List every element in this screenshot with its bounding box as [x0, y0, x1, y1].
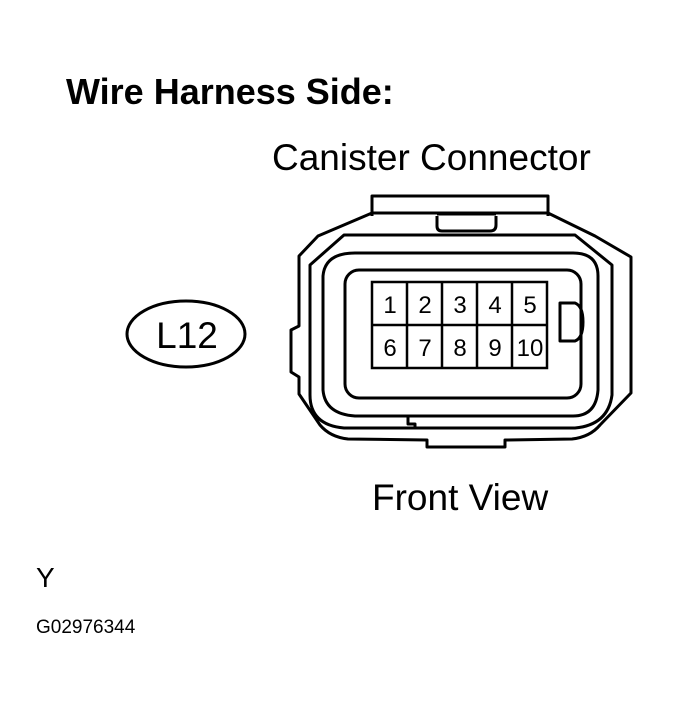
connector-code-label: L12	[156, 315, 218, 356]
pin-labels: 1 2 3 4 5 6 7 8 9 10	[383, 292, 543, 362]
pin-1: 1	[383, 292, 396, 319]
pin-10: 10	[517, 335, 544, 362]
pin-2: 2	[418, 292, 431, 319]
pin-grid	[370, 280, 549, 370]
pin-9: 9	[488, 335, 501, 362]
pin-4: 4	[488, 292, 501, 319]
connector-housing	[289, 194, 633, 449]
pin-8: 8	[453, 335, 466, 362]
page-heading: Wire Harness Side:	[66, 71, 394, 112]
view-label: Front View	[372, 477, 549, 518]
figure-id: G02976344	[36, 617, 136, 638]
pin-7: 7	[418, 335, 431, 362]
wire-color-label: Y	[36, 562, 55, 593]
connector-code-badge: L12	[125, 299, 247, 369]
pin-5: 5	[523, 292, 536, 319]
pin-6: 6	[383, 335, 396, 362]
connector-name: Canister Connector	[272, 137, 591, 178]
pin-3: 3	[453, 292, 466, 319]
